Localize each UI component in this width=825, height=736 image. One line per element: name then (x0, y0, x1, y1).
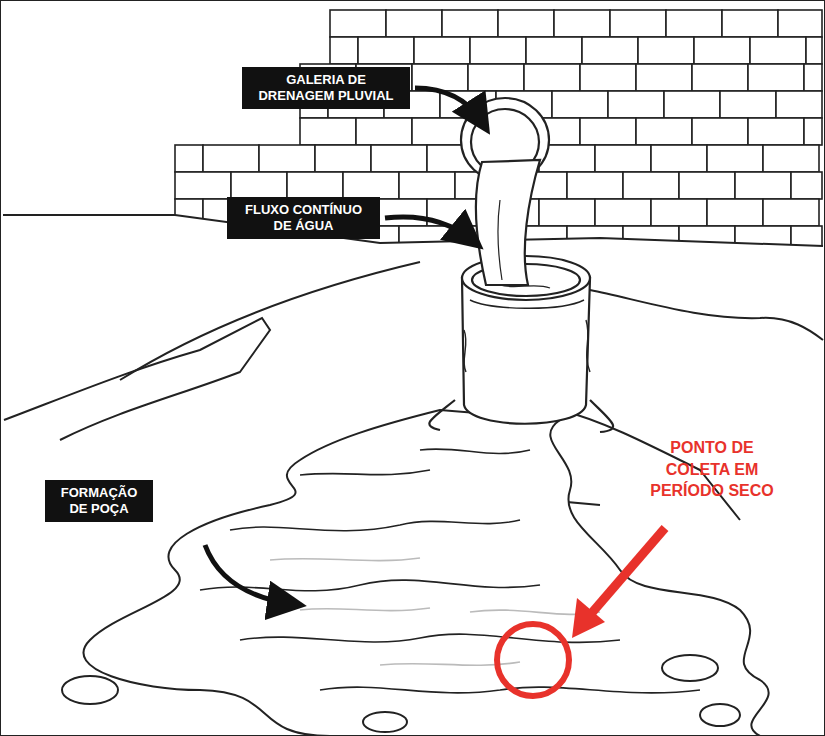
puddle-ripples (200, 449, 700, 693)
brick (735, 172, 791, 199)
brick (748, 64, 804, 91)
dirt-bank (120, 262, 420, 380)
pebbles (62, 655, 740, 732)
brick (554, 10, 610, 37)
brick (315, 145, 371, 172)
brick (470, 37, 526, 64)
brick (778, 10, 822, 37)
brick (526, 37, 582, 64)
brick (750, 37, 806, 64)
brick (623, 172, 679, 199)
brick (371, 145, 427, 172)
brick (707, 145, 763, 172)
brick (692, 64, 748, 91)
brick (722, 10, 778, 37)
brick (175, 145, 203, 172)
brick (804, 64, 822, 91)
brick (664, 91, 720, 118)
ground-line (3, 215, 823, 246)
dirt-bank (4, 318, 270, 440)
brick (610, 10, 666, 37)
callout-text: FLUXO CONTÍNUO DE ÁGUA (236, 202, 371, 235)
brick (442, 10, 498, 37)
brick (468, 64, 524, 91)
brick (358, 37, 414, 64)
brick (330, 10, 386, 37)
brick (412, 118, 468, 145)
brick (608, 91, 664, 118)
brick (175, 172, 231, 199)
brick (692, 118, 748, 145)
brick (580, 118, 636, 145)
brick (300, 118, 356, 145)
brick (763, 145, 819, 172)
drain-pipe (461, 98, 549, 285)
brick (399, 172, 455, 199)
brick (203, 145, 259, 172)
brick (595, 199, 651, 226)
brick (595, 145, 651, 172)
dirt-bank (590, 290, 823, 340)
brick (638, 37, 694, 64)
brick (356, 118, 412, 145)
brick (636, 118, 692, 145)
callout-box: FLUXO CONTÍNUO DE ÁGUA (227, 197, 380, 240)
callout-box: GALERIA DE DRENAGEM PLUVIAL (242, 67, 410, 110)
brick (231, 172, 287, 199)
brick (524, 64, 580, 91)
brick (580, 64, 636, 91)
brick (679, 172, 735, 199)
callout-text: GALERIA DE DRENAGEM PLUVIAL (251, 72, 401, 105)
brick (552, 91, 608, 118)
brick (776, 91, 822, 118)
brick (804, 118, 822, 145)
ground (0, 215, 825, 736)
brick (259, 145, 315, 172)
brick (287, 172, 343, 199)
brick (343, 172, 399, 199)
brick (539, 199, 595, 226)
brick (414, 37, 470, 64)
callout-arrows (205, 88, 482, 604)
brick (636, 64, 692, 91)
brick (651, 199, 707, 226)
brick (707, 199, 763, 226)
puddle-highlights (270, 558, 600, 665)
brick (330, 37, 358, 64)
brick (567, 172, 623, 199)
brick (720, 91, 776, 118)
brick (694, 37, 750, 64)
brick (763, 199, 819, 226)
callout-box: FORMAÇÃO DE POÇA (45, 480, 153, 523)
brick (748, 118, 804, 145)
brick (498, 10, 554, 37)
callout-text: FORMAÇÃO DE POÇA (54, 485, 144, 518)
brick (386, 10, 442, 37)
brick (806, 37, 822, 64)
brick (651, 145, 707, 172)
puddle (83, 410, 768, 736)
collection-label: PONTO DE COLETA EM PERÍODO SECO (637, 437, 787, 502)
brick (666, 10, 722, 37)
collection-marker (497, 528, 665, 696)
brick (791, 172, 822, 199)
brick (582, 37, 638, 64)
